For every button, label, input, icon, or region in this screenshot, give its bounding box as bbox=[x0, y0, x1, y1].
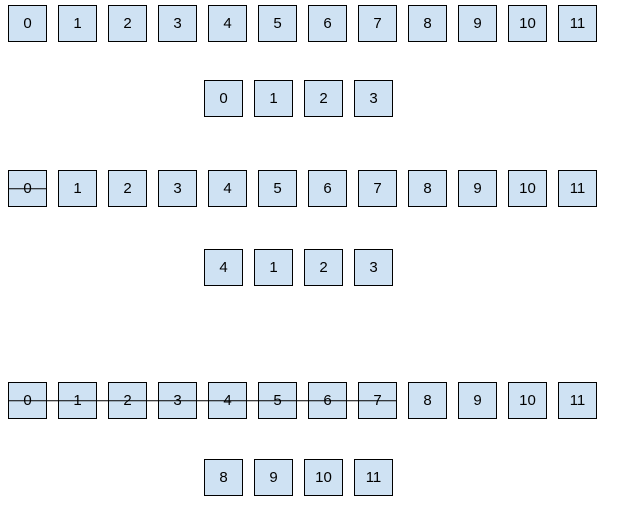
array-cell: 8 bbox=[408, 382, 447, 419]
array-cell: 7 bbox=[358, 170, 397, 207]
array-cell: 11 bbox=[558, 382, 597, 419]
array-cell: 4 bbox=[208, 5, 247, 42]
array-cell: 2 bbox=[108, 382, 147, 419]
array-cell: 3 bbox=[158, 170, 197, 207]
array-cell: 3 bbox=[158, 382, 197, 419]
array-cell: 0 bbox=[8, 5, 47, 42]
array-cell: 4 bbox=[208, 382, 247, 419]
array-cell: 3 bbox=[354, 80, 393, 117]
array-cell: 7 bbox=[358, 382, 397, 419]
array-cell: 11 bbox=[558, 170, 597, 207]
array-cell: 10 bbox=[508, 382, 547, 419]
array-cell: 10 bbox=[508, 170, 547, 207]
array-cell: 0 bbox=[8, 382, 47, 419]
array-cell: 2 bbox=[304, 249, 343, 286]
array-cell: 1 bbox=[58, 170, 97, 207]
array-cell: 1 bbox=[254, 80, 293, 117]
array-cell: 3 bbox=[158, 5, 197, 42]
array-cell: 0 bbox=[8, 170, 47, 207]
array-cell: 5 bbox=[258, 170, 297, 207]
array-cell: 5 bbox=[258, 382, 297, 419]
array-cell: 1 bbox=[58, 382, 97, 419]
array-cell: 9 bbox=[458, 170, 497, 207]
array-cell: 11 bbox=[354, 459, 393, 496]
array-cell: 0 bbox=[204, 80, 243, 117]
array-cell: 8 bbox=[408, 5, 447, 42]
array-cell: 11 bbox=[558, 5, 597, 42]
array-cell: 6 bbox=[308, 382, 347, 419]
array-cell: 1 bbox=[58, 5, 97, 42]
array-cell: 8 bbox=[204, 459, 243, 496]
array-cell: 6 bbox=[308, 5, 347, 42]
array-cell: 8 bbox=[408, 170, 447, 207]
array-cell: 2 bbox=[108, 5, 147, 42]
array-cell: 10 bbox=[508, 5, 547, 42]
array-cell: 9 bbox=[254, 459, 293, 496]
array-cell: 2 bbox=[108, 170, 147, 207]
array-cell: 10 bbox=[304, 459, 343, 496]
array-cell: 4 bbox=[208, 170, 247, 207]
array-cell: 4 bbox=[204, 249, 243, 286]
array-cell: 5 bbox=[258, 5, 297, 42]
array-cell: 6 bbox=[308, 170, 347, 207]
array-cell: 7 bbox=[358, 5, 397, 42]
array-cell: 2 bbox=[304, 80, 343, 117]
array-cell: 9 bbox=[458, 382, 497, 419]
array-cell: 1 bbox=[254, 249, 293, 286]
array-cell: 9 bbox=[458, 5, 497, 42]
array-cell: 3 bbox=[354, 249, 393, 286]
